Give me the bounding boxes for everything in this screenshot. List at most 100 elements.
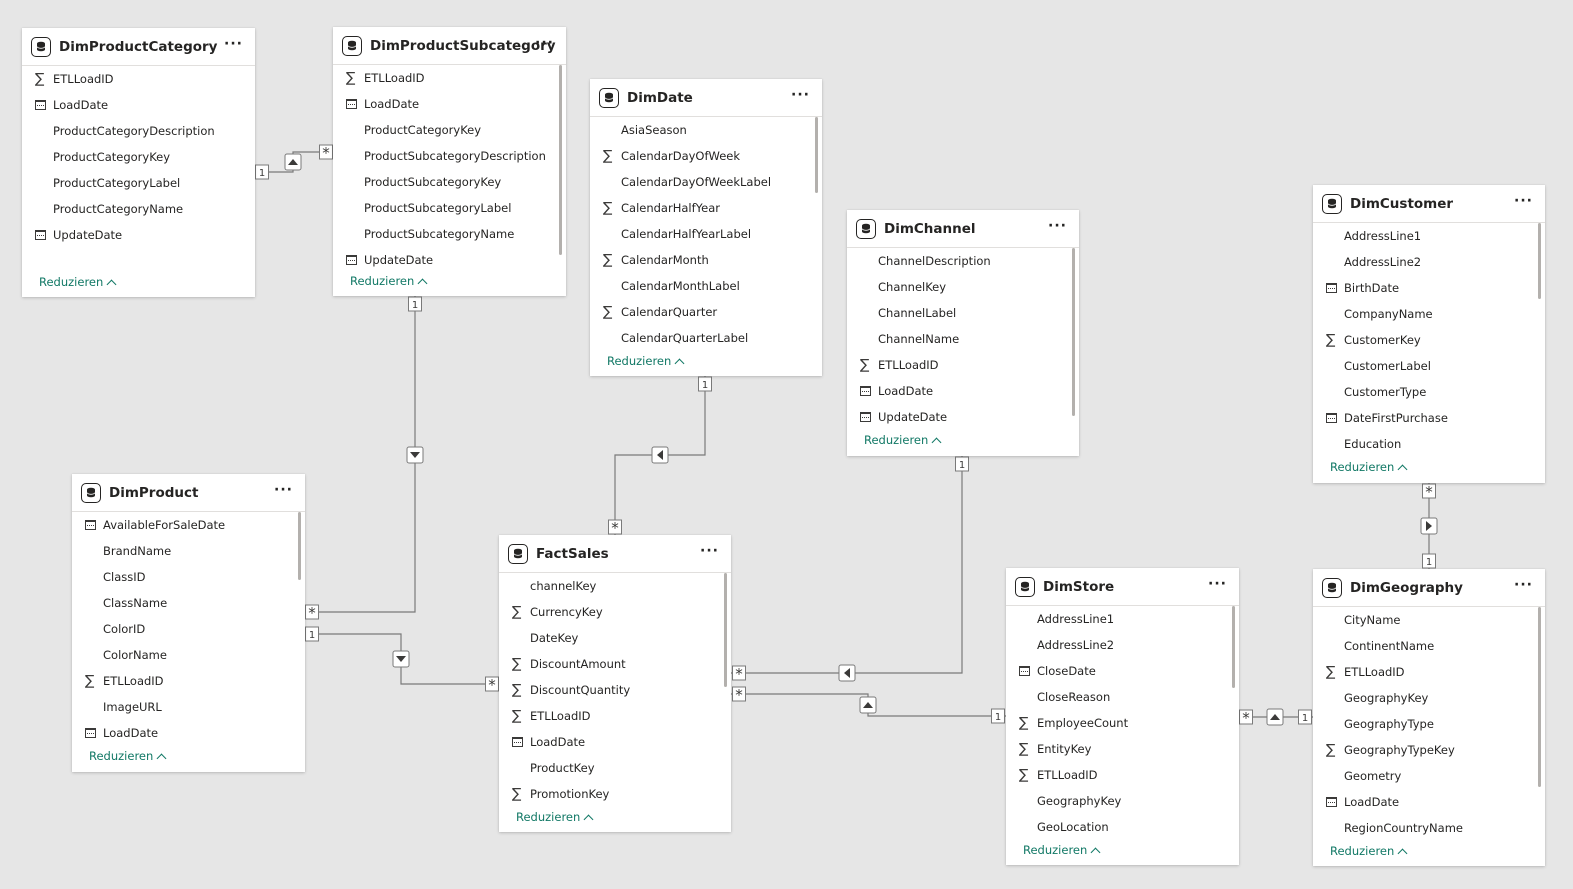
field-row[interactable]: CalendarQuarterLabel: [590, 325, 822, 351]
field-row[interactable]: ∑ETLLoadID: [1006, 762, 1239, 788]
field-row[interactable]: AddressLine2: [1006, 632, 1239, 658]
scrollbar[interactable]: [1538, 607, 1541, 787]
collapse-button[interactable]: Reduzieren: [1023, 843, 1101, 857]
field-row[interactable]: ∑CalendarHalfYear: [590, 195, 822, 221]
more-options-icon[interactable]: ···: [1208, 576, 1227, 592]
field-row[interactable]: ∑ETLLoadID: [1313, 659, 1545, 685]
field-row[interactable]: CustomerLabel: [1313, 353, 1545, 379]
field-row[interactable]: ∑ETLLoadID: [333, 65, 566, 91]
more-options-icon[interactable]: ···: [535, 35, 554, 51]
collapse-button[interactable]: Reduzieren: [607, 354, 685, 368]
field-row[interactable]: ProductCategoryDescription: [22, 118, 255, 144]
field-row[interactable]: AddressLine1: [1006, 606, 1239, 632]
field-row[interactable]: ∑ETLLoadID: [499, 703, 731, 729]
field-row[interactable]: LoadDate: [1313, 789, 1545, 815]
field-row[interactable]: AddressLine2: [1313, 249, 1545, 275]
field-row[interactable]: ContinentName: [1313, 633, 1545, 659]
field-row[interactable]: Education: [1313, 431, 1545, 457]
field-row[interactable]: ∑ETLLoadID: [847, 352, 1079, 378]
field-row[interactable]: ColorName: [72, 642, 305, 668]
field-row[interactable]: LoadDate: [333, 91, 566, 117]
field-row[interactable]: ∑CalendarMonth: [590, 247, 822, 273]
field-row[interactable]: ∑DiscountAmount: [499, 651, 731, 677]
table-header[interactable]: DimProductSubcategory ···: [333, 27, 566, 65]
collapse-button[interactable]: Reduzieren: [516, 810, 594, 824]
table-header[interactable]: DimGeography ···: [1313, 569, 1545, 607]
field-row[interactable]: UpdateDate: [333, 247, 566, 267]
scrollbar[interactable]: [1232, 606, 1235, 688]
field-row[interactable]: GeographyType: [1313, 711, 1545, 737]
field-row[interactable]: AsiaSeason: [590, 117, 822, 143]
field-row[interactable]: LoadDate: [847, 378, 1079, 404]
field-row[interactable]: ProductSubcategoryName: [333, 221, 566, 247]
table-header[interactable]: DimStore ···: [1006, 568, 1239, 606]
field-row[interactable]: ∑CustomerKey: [1313, 327, 1545, 353]
field-row[interactable]: GeographyKey: [1313, 685, 1545, 711]
field-row[interactable]: ∑ETLLoadID: [72, 668, 305, 694]
field-row[interactable]: ChannelLabel: [847, 300, 1079, 326]
field-row[interactable]: BrandName: [72, 538, 305, 564]
table-header[interactable]: DimProductCategory ···: [22, 28, 255, 66]
field-row[interactable]: AvailableForSaleDate: [72, 512, 305, 538]
field-row[interactable]: LoadDate: [72, 720, 305, 746]
table-header[interactable]: DimDate ···: [590, 79, 822, 117]
scrollbar[interactable]: [298, 512, 301, 580]
collapse-button[interactable]: Reduzieren: [39, 275, 117, 289]
more-options-icon[interactable]: ···: [1514, 193, 1533, 209]
field-row[interactable]: CalendarHalfYearLabel: [590, 221, 822, 247]
field-row[interactable]: ProductKey: [499, 755, 731, 781]
field-row[interactable]: ClassName: [72, 590, 305, 616]
field-row[interactable]: UpdateDate: [22, 222, 255, 248]
field-row[interactable]: ChannelKey: [847, 274, 1079, 300]
field-row[interactable]: ∑PromotionKey: [499, 781, 731, 805]
field-row[interactable]: ∑CalendarQuarter: [590, 299, 822, 325]
field-row[interactable]: ProductSubcategoryLabel: [333, 195, 566, 221]
field-row[interactable]: AddressLine1: [1313, 223, 1545, 249]
table-header[interactable]: DimCustomer ···: [1313, 185, 1545, 223]
table-header[interactable]: FactSales ···: [499, 535, 731, 573]
field-row[interactable]: ProductSubcategoryKey: [333, 169, 566, 195]
field-row[interactable]: ProductCategoryKey: [22, 144, 255, 170]
field-row[interactable]: UpdateDate: [847, 404, 1079, 430]
scrollbar[interactable]: [724, 573, 727, 687]
scrollbar[interactable]: [1538, 223, 1541, 299]
field-row[interactable]: CustomerType: [1313, 379, 1545, 405]
field-row[interactable]: ImageURL: [72, 694, 305, 720]
field-row[interactable]: GeographyKey: [1006, 788, 1239, 814]
field-row[interactable]: ProductSubcategoryDescription: [333, 143, 566, 169]
field-row[interactable]: ChannelName: [847, 326, 1079, 352]
more-options-icon[interactable]: ···: [791, 87, 810, 103]
field-row[interactable]: BirthDate: [1313, 275, 1545, 301]
field-row[interactable]: ∑GeographyTypeKey: [1313, 737, 1545, 763]
scrollbar[interactable]: [815, 117, 818, 193]
field-row[interactable]: CloseDate: [1006, 658, 1239, 684]
field-row[interactable]: ProductCategoryKey: [333, 117, 566, 143]
field-row[interactable]: CloseReason: [1006, 684, 1239, 710]
collapse-button[interactable]: Reduzieren: [864, 433, 942, 447]
table-card-dimdate[interactable]: DimDate ··· AsiaSeason∑CalendarDayOfWeek…: [590, 79, 822, 376]
field-row[interactable]: DateFirstPurchase: [1313, 405, 1545, 431]
scrollbar[interactable]: [559, 65, 562, 255]
field-row[interactable]: ∑CalendarDayOfWeek: [590, 143, 822, 169]
field-row[interactable]: Geometry: [1313, 763, 1545, 789]
field-row[interactable]: ClassID: [72, 564, 305, 590]
field-row[interactable]: ProductCategoryLabel: [22, 170, 255, 196]
field-row[interactable]: RegionCountryName: [1313, 815, 1545, 841]
more-options-icon[interactable]: ···: [224, 36, 243, 52]
field-row[interactable]: LoadDate: [499, 729, 731, 755]
more-options-icon[interactable]: ···: [1514, 577, 1533, 593]
table-header[interactable]: DimProduct ···: [72, 474, 305, 512]
field-row[interactable]: DateKey: [499, 625, 731, 651]
field-row[interactable]: ProductCategoryName: [22, 196, 255, 222]
field-row[interactable]: ∑DiscountQuantity: [499, 677, 731, 703]
field-row[interactable]: GeoLocation: [1006, 814, 1239, 840]
field-row[interactable]: LoadDate: [22, 92, 255, 118]
field-row[interactable]: ColorID: [72, 616, 305, 642]
